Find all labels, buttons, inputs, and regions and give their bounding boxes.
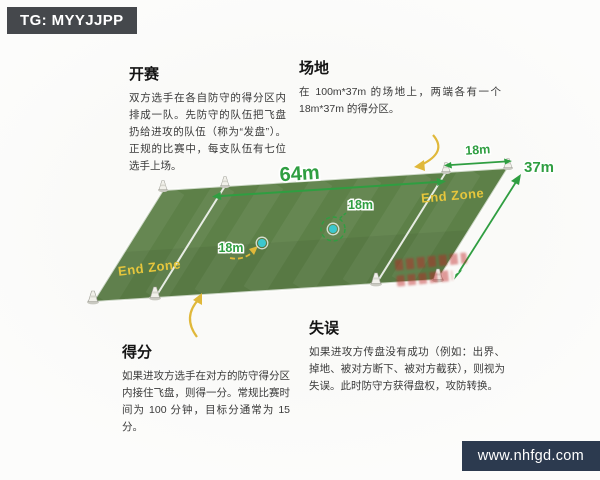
annotation-arrow-top-right (414, 134, 440, 171)
dimension-18m-top: 18m (444, 141, 512, 169)
section-score: 得分 如果进攻方选手在对方的防守得分区内接住飞盘，则得一分。常规比赛时间为 10… (122, 341, 290, 436)
dimension-18m-mid-label: 18m (348, 198, 373, 212)
section-kickoff-title: 开赛 (129, 66, 160, 83)
section-turnover-title: 失误 (309, 320, 340, 337)
section-score-title: 得分 (122, 344, 153, 361)
section-turnover-body: 如果进攻方传盘没有成功（例如：出界、掉地、被对方断下、被对方截获），则视为失误。… (309, 346, 505, 392)
section-field-body: 在 100m*37m 的场地上，两端各有一个 18m*37m 的得分区。 (299, 86, 501, 115)
website-badge: www.nhfgd.com (461, 441, 600, 471)
annotation-arrow-bottom-left (188, 293, 202, 338)
disc-icon (329, 225, 337, 233)
cone-icon (219, 176, 231, 189)
dimension-18m-left-label: 18m (218, 241, 243, 255)
dimension-18m-top-label: 18m (465, 142, 491, 158)
disc-icon (258, 239, 266, 247)
section-field-title: 场地 (299, 60, 330, 77)
red-watermark-line (396, 269, 454, 287)
section-kickoff-body: 双方选手在各自防守的得分区内排成一队。先防守的队伍把飞盘扔给进攻的队伍（称为“发… (129, 92, 286, 172)
telegram-badge: TG: MYYJJPP (7, 7, 137, 34)
dimension-37m-label: 37m (524, 159, 554, 176)
section-field: 场地 在 100m*37m 的场地上，两端各有一个 18m*37m 的得分区。 (299, 57, 501, 118)
section-turnover: 失误 如果进攻方传盘没有成功（例如：出界、掉地、被对方断下、被对方截获），则视为… (309, 317, 505, 395)
section-kickoff: 开赛 双方选手在各自防守的得分区内排成一队。先防守的队伍把飞盘扔给进攻的队伍（称… (129, 63, 286, 175)
section-score-body: 如果进攻方选手在对方的防守得分区内接住飞盘，则得一分。常规比赛时间为 100 分… (122, 370, 290, 433)
